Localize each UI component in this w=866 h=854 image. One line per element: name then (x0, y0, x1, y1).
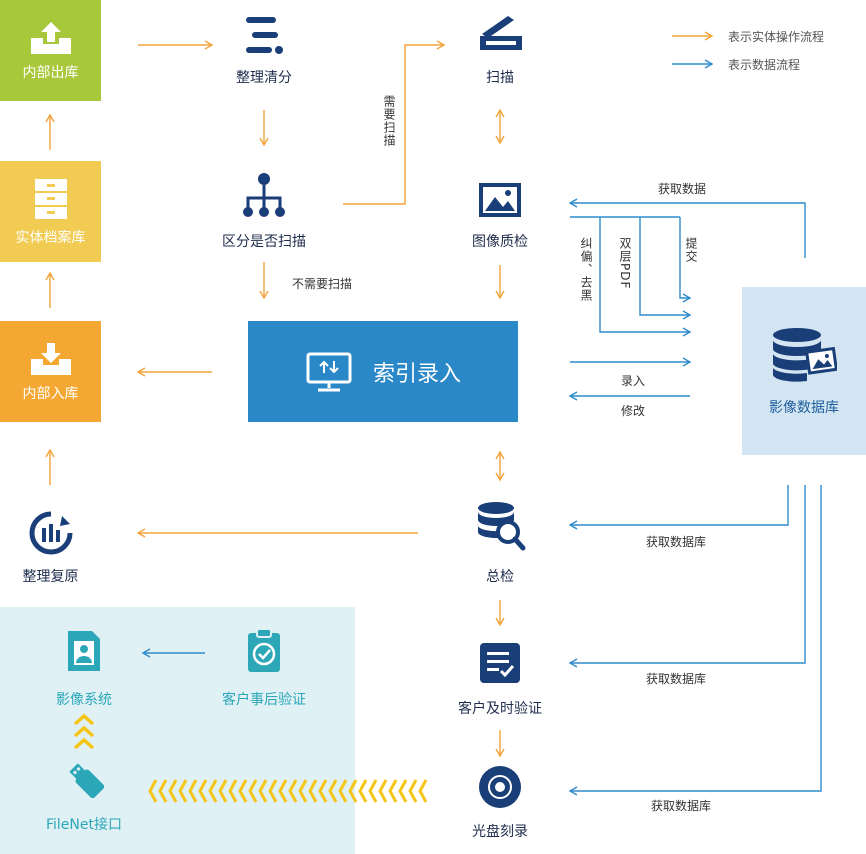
chevron-left-mark (188, 779, 198, 803)
chevrons-up (73, 713, 95, 750)
get-data-label: 获取数据 (658, 182, 707, 196)
chevron-left-mark (198, 779, 208, 803)
chevron-left-mark (418, 779, 428, 803)
legend-data-label: 表示数据流程 (728, 58, 801, 72)
sort-list-label: 整理清分 (236, 70, 292, 86)
database-label: 影像数据库 (769, 400, 839, 416)
clipboard-check-icon (248, 628, 280, 672)
list-icon (246, 17, 283, 54)
decide-scan-label: 区分是否扫描 (222, 234, 306, 250)
chevron-left-mark (158, 779, 168, 803)
internal-in-box[interactable]: 内部入库 (0, 321, 101, 422)
chevron-left-mark (308, 779, 318, 803)
chevron-left-mark (278, 779, 288, 803)
monitor-icon (306, 352, 352, 391)
hierarchy-icon (243, 173, 285, 217)
customer-post-verify-label: 客户事后验证 (222, 692, 306, 708)
chevron-left-mark (268, 779, 278, 803)
database-panel (742, 287, 866, 455)
chart-cycle-icon (29, 511, 73, 555)
chevron-left-mark (148, 779, 158, 803)
database-image-icon (772, 328, 837, 382)
chevron-left-mark (248, 779, 258, 803)
deskew-label: 纠偏、去黑 (579, 237, 593, 302)
disc-burn-label: 光盘刻录 (472, 824, 528, 840)
image-system-label: 影像系统 (56, 692, 112, 708)
chevron-left-mark (218, 779, 228, 803)
archive-box[interactable]: 实体档案库 (0, 161, 101, 262)
cabinet-icon (34, 178, 67, 219)
chevron-left-mark (298, 779, 308, 803)
get-db-label-1: 获取数据库 (646, 535, 707, 549)
tray-download-icon (30, 342, 71, 375)
chevron-left-mark (348, 779, 358, 803)
chevron-left-mark (208, 779, 218, 803)
scan-label: 扫描 (486, 70, 514, 86)
internal-out-label: 内部出库 (22, 64, 79, 81)
usb-icon (69, 763, 105, 799)
modify-label: 修改 (621, 404, 646, 418)
sd-card-icon (68, 631, 100, 671)
index-entry-label: 索引录入 (372, 361, 461, 387)
image-qc-label: 图像质检 (472, 234, 528, 250)
disc-icon (479, 766, 521, 808)
need-scan-label: 需要扫描 (382, 95, 396, 147)
entry-label: 录入 (621, 374, 646, 388)
chevrons-left (148, 779, 428, 803)
chevron-left-mark (388, 779, 398, 803)
legend-physical-label: 表示实体操作流程 (728, 30, 825, 44)
chevron-left-mark (288, 779, 298, 803)
no-scan-label: 不需要扫描 (292, 277, 353, 291)
index-entry-box[interactable]: 索引录入 (248, 321, 518, 422)
chevron-left-mark (358, 779, 368, 803)
archive-label: 实体档案库 (15, 229, 86, 246)
image-icon (479, 183, 521, 217)
internal-in-label: 内部入库 (22, 385, 79, 402)
customer-verify-label: 客户及时验证 (458, 701, 542, 717)
internal-out-box[interactable]: 内部出库 (0, 0, 101, 101)
chevron-left-mark (168, 779, 178, 803)
chevron-left-mark (258, 779, 268, 803)
tray-upload-icon (30, 21, 71, 54)
total-check-label: 总检 (486, 569, 514, 585)
dual-pdf-label: 双层PDF (618, 237, 632, 290)
filenet-label: FileNet接口 (45, 817, 122, 833)
chevron-left-mark (398, 779, 408, 803)
checklist-icon (480, 643, 520, 683)
chevron-left-mark (318, 779, 328, 803)
scanner-icon (480, 16, 522, 50)
chevron-left-mark (328, 779, 338, 803)
integration-panel (0, 607, 355, 854)
chevron-left-mark (178, 779, 188, 803)
chevron-left-mark (408, 779, 418, 803)
get-db-label-3: 获取数据库 (651, 799, 712, 813)
chevron-left-mark (368, 779, 378, 803)
chevron-left-mark (228, 779, 238, 803)
submit-label: 提交 (684, 237, 698, 263)
chevron-left-mark (378, 779, 388, 803)
chevron-left-mark (338, 779, 348, 803)
get-db-label-2: 获取数据库 (646, 672, 707, 686)
chevron-left-mark (238, 779, 248, 803)
database-search-icon (477, 502, 526, 551)
restore-label: 整理复原 (22, 569, 79, 585)
